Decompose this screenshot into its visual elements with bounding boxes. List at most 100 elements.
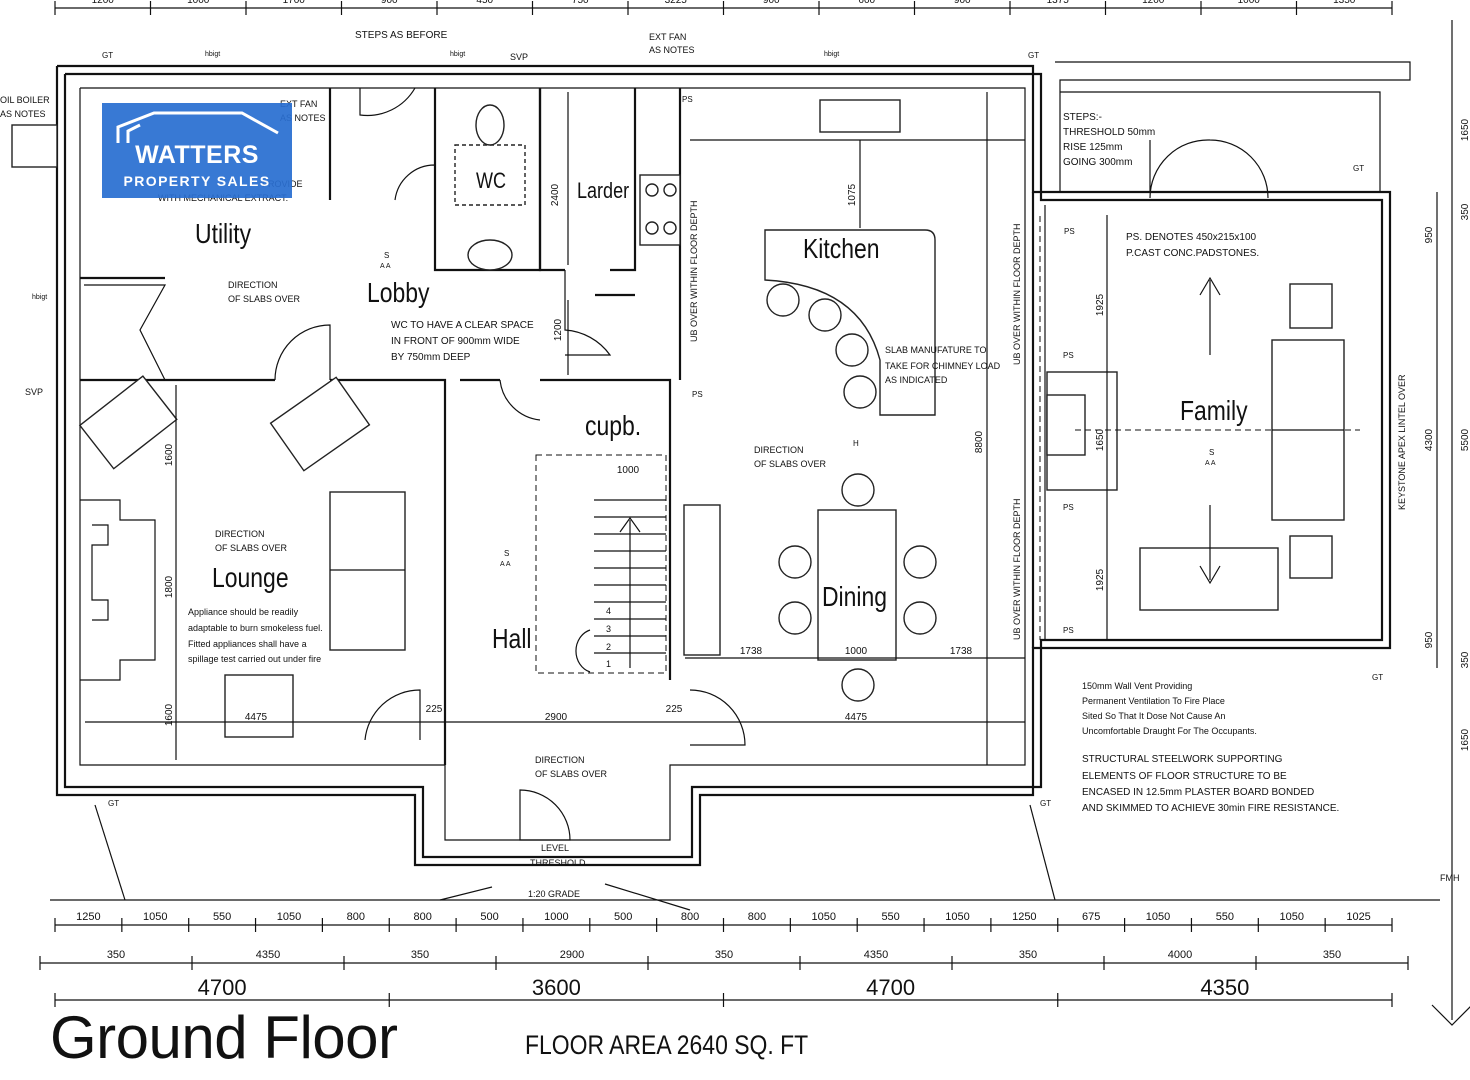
- furniture: [11, 99, 1345, 738]
- note-slabs-over-2: OF SLABS OVER: [754, 459, 827, 469]
- note-level-2: THRESHOLD: [530, 858, 586, 868]
- dim-row1-label: 1250: [76, 911, 100, 923]
- note-slab-1: SLAB MANUFATURE TO: [885, 345, 987, 355]
- dim-row3-label: 4700: [198, 975, 247, 1000]
- note-direction-1: DIRECTION: [215, 529, 265, 539]
- note-appliance-1: Appliance should be readily: [188, 607, 299, 617]
- note-steps-as-before: STEPS AS BEFORE: [355, 30, 448, 41]
- dim-inner-5: 1925: [1095, 568, 1106, 591]
- note-vent-3: Sited So That It Dose Not Cause An: [1082, 711, 1225, 721]
- note-ub-3: UB OVER WITHIN FLOOR DEPTH: [1012, 498, 1022, 640]
- room-label-hall: Hall: [492, 624, 532, 655]
- gt-marker-0: GT: [102, 51, 113, 60]
- dim-inner-3: 1925: [1095, 293, 1106, 316]
- dim-inner-21: 950: [1424, 631, 1435, 648]
- gt-marker-2: GT: [108, 799, 119, 808]
- floor-area: FLOOR AREA 2640 SQ. FT: [525, 1030, 809, 1060]
- dim-inner-24: 5500: [1460, 428, 1470, 451]
- dim-row1-label: 800: [413, 911, 431, 923]
- dim-inner-12: 1000: [845, 646, 868, 657]
- dim-row1-label: 1050: [143, 911, 167, 923]
- note-appliance-4: spillage test carried out under fire: [188, 654, 321, 664]
- ps-marker-1: PS: [692, 390, 703, 399]
- dim-inner-11: 1738: [740, 646, 763, 657]
- hbigt-marker-0: hbigt: [205, 51, 220, 58]
- dim-inner-20: 4300: [1424, 428, 1435, 451]
- room-label-lobby: Lobby: [367, 278, 430, 309]
- dim-top-label: 1350: [1333, 0, 1356, 6]
- dim-row1-label: 800: [347, 911, 365, 923]
- note-keystone: KEYSTONE APEX LINTEL OVER: [1397, 374, 1407, 510]
- dim-inner-16: 225: [426, 704, 443, 715]
- logo-brand: WATTERS: [135, 141, 259, 169]
- note-ub-2: UB OVER WITHIN FLOOR DEPTH: [1012, 223, 1022, 365]
- gt-marker-1: GT: [1028, 51, 1039, 60]
- logo-tagline: PROPERTY SALES: [123, 173, 271, 189]
- dim-inner-1: 1200: [553, 318, 564, 341]
- dim-row1-label: 1050: [1146, 911, 1170, 923]
- house-roof-icon: [116, 111, 279, 143]
- note-vent-2: Permanent Ventilation To Fire Place: [1082, 696, 1225, 706]
- dim-row2-label: 350: [1323, 949, 1341, 961]
- note-appliance-2: adaptable to burn smokeless fuel.: [188, 623, 323, 633]
- note-wc-space-1: WC TO HAVE A CLEAR SPACE: [391, 320, 534, 331]
- dim-row1-label: 1250: [1012, 911, 1036, 923]
- dim-row2-label: 350: [411, 949, 429, 961]
- dim-top-label: 1000: [187, 0, 210, 6]
- dim-top-label: 1200: [92, 0, 115, 6]
- dim-row2-label: 350: [107, 949, 125, 961]
- h-symbol: H: [853, 439, 859, 448]
- note-vent-1: 150mm Wall Vent Providing: [1082, 681, 1192, 691]
- dim-inner-22: 1650: [1460, 118, 1470, 141]
- dim-top-label: 600: [858, 0, 875, 6]
- ps-marker-0: PS: [682, 95, 693, 104]
- dim-inner-2: 1075: [847, 183, 858, 206]
- note-grade: 1:20 GRADE: [528, 889, 580, 899]
- dim-row3-label: 4700: [866, 975, 915, 1000]
- note-oil-boiler-1: OIL BOILER: [0, 95, 50, 105]
- dim-top-label: 1200: [1142, 0, 1165, 6]
- dim-top-label: 3225: [665, 0, 688, 6]
- note-wc-space-3: BY 750mm DEEP: [391, 352, 471, 363]
- note-mech-extract-2: WITH MECHANICAL EXTRACT.: [158, 193, 288, 203]
- ps-marker-3: PS: [1063, 351, 1074, 360]
- dim-top-label: 1000: [1238, 0, 1261, 6]
- note-slab-2: TAKE FOR CHIMNEY LOAD: [885, 361, 1001, 371]
- dim-top-label: 1375: [1047, 0, 1070, 6]
- note-ext-fan-1: EXT FAN: [649, 32, 686, 42]
- room-label-wc: WC: [476, 169, 506, 193]
- dim-row1-label: 1050: [945, 911, 969, 923]
- room-label-dining: Dining: [822, 582, 887, 613]
- aa-symbol-2: A A: [380, 263, 391, 270]
- dim-inner-4: 1650: [1095, 428, 1106, 451]
- dim-top-label: 1700: [283, 0, 306, 6]
- dim-top-label: 900: [381, 0, 398, 6]
- ps-marker-2: PS: [1064, 227, 1075, 236]
- dim-row1-label: 675: [1082, 911, 1100, 923]
- note-fmh: FMH: [1440, 873, 1460, 883]
- note-ext-fan-b2: AS NOTES: [280, 113, 326, 123]
- note-appliance-3: Fitted appliances shall have a: [188, 639, 307, 649]
- note-ps-1: PS. DENOTES 450x215x100: [1126, 232, 1257, 243]
- dim-row3-label: 4350: [1200, 975, 1249, 1000]
- dim-inner-17: 2900: [545, 712, 568, 723]
- ps-marker-4: PS: [1063, 503, 1074, 512]
- note-steel-3: ENCASED IN 12.5mm PLASTER BOARD BONDED: [1082, 787, 1314, 798]
- stair-step-number-1: 3: [606, 624, 611, 634]
- sa-symbol-1: S: [1209, 448, 1214, 457]
- dim-row2-label: 2900: [560, 949, 584, 961]
- dim-row2-label: 4000: [1168, 949, 1192, 961]
- dimension-lines: [50, 20, 1470, 1026]
- note-steps-1: STEPS:-: [1063, 112, 1102, 123]
- note-vent-4: Uncomfortable Draught For The Occupants.: [1082, 726, 1257, 736]
- stair-step-number-3: 1: [606, 659, 611, 669]
- dim-row1-label: 1050: [1279, 911, 1303, 923]
- dim-row2-label: 4350: [256, 949, 280, 961]
- doors: [84, 87, 1269, 841]
- note-ext-fan-b1: EXT FAN: [280, 99, 317, 109]
- watters-logo: WATTERS PROPERTY SALES: [102, 103, 292, 198]
- dim-row1-label: 1025: [1346, 911, 1370, 923]
- staircase: [535, 454, 667, 674]
